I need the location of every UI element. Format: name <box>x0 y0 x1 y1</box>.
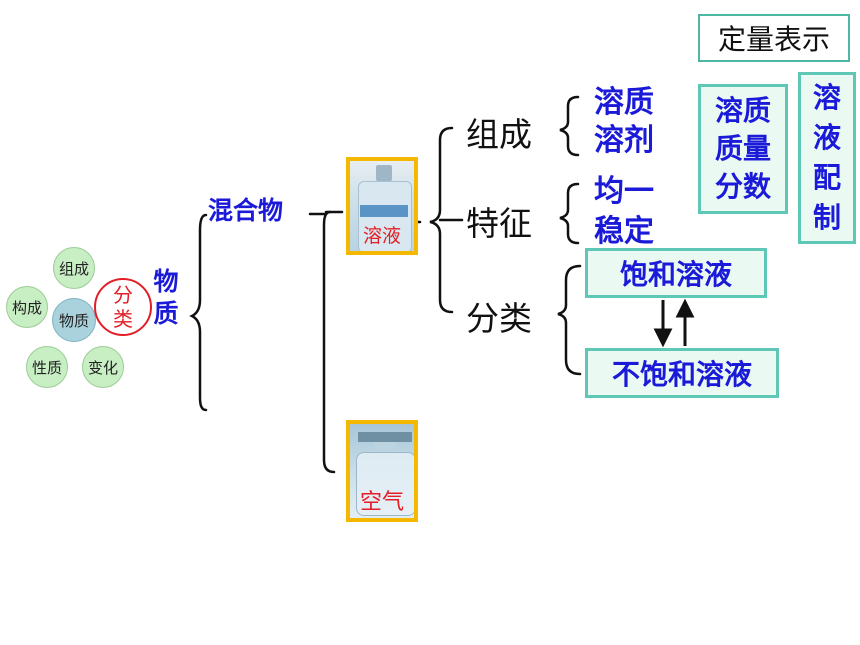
main-brace <box>189 213 208 412</box>
petal-composition: 组成 <box>53 247 95 289</box>
quantitative-label: 定量表示 <box>717 23 830 56</box>
petal-change: 变化 <box>82 346 124 388</box>
unsaturated-label: 不饱和溶液 <box>611 358 752 391</box>
features-brace <box>559 182 580 245</box>
classify-circle: 分 类 <box>94 278 152 336</box>
center-matter: 物质 <box>52 298 96 342</box>
solute-item: 溶质 <box>594 85 654 120</box>
mixture-label: 混合物 <box>208 196 284 225</box>
jar-body <box>356 452 414 516</box>
matter-label: 物 质 <box>153 267 179 328</box>
jar-lid <box>358 432 412 442</box>
quantitative-box: 定量表示 <box>698 14 850 62</box>
solution-brace <box>429 126 454 314</box>
features-items: 均一 稳定 <box>594 172 654 252</box>
saturated-label: 饱和溶液 <box>619 258 732 291</box>
unsaturated-box: 不饱和溶液 <box>585 348 779 398</box>
petal-property: 性质 <box>26 346 68 388</box>
composition-label: 组成 <box>466 115 532 154</box>
solution-photo-label: 溶液 <box>362 225 401 247</box>
mass-fraction-box: 溶质 质量 分数 <box>698 84 788 214</box>
air-photo-label: 空气 <box>359 490 404 515</box>
mixture-brace <box>322 210 336 474</box>
composition-items: 溶质 溶剂 <box>594 84 654 160</box>
solution-photo: 溶液 <box>346 157 418 255</box>
features-label: 特征 <box>466 204 532 243</box>
jar-neck <box>374 442 396 454</box>
petal-structure: 构成 <box>6 286 48 328</box>
air-photo: 空气 <box>346 420 418 522</box>
solvent-item: 溶剂 <box>594 123 654 158</box>
bottle-cap <box>376 165 392 181</box>
preparation-box: 溶 液 配 制 <box>798 72 856 244</box>
stable-item: 稳定 <box>594 214 654 249</box>
saturated-box: 饱和溶液 <box>585 248 767 298</box>
classify-brace <box>557 264 582 376</box>
uniform-item: 均一 <box>594 174 654 209</box>
bottle-label <box>360 205 408 217</box>
classification-label: 分类 <box>466 299 532 338</box>
composition-brace <box>559 95 580 157</box>
